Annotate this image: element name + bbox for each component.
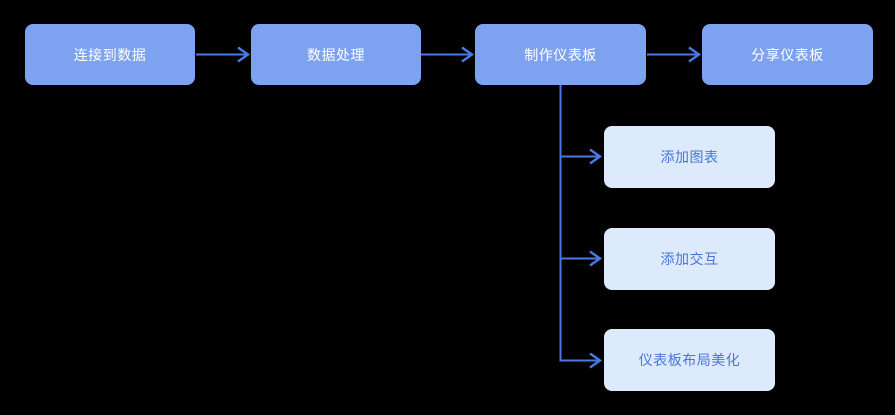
flow-node-label: 添加图表: [660, 150, 719, 166]
flow-node-label: 分享仪表板: [751, 47, 824, 64]
flow-node-connect-data: 连接到数据: [25, 24, 195, 85]
flow-node-data-processing: 数据处理: [251, 24, 421, 85]
flow-node-build-dashboard: 制作仪表板: [475, 24, 646, 85]
flow-subnode-add-chart: 添加图表: [604, 126, 775, 188]
connector-build-to-layout: [559, 85, 603, 369]
flow-node-label: 制作仪表板: [524, 47, 597, 64]
flow-node-label: 仪表板布局美化: [638, 353, 741, 369]
flow-subnode-add-interaction: 添加交互: [604, 228, 775, 290]
flow-node-share-dashboard: 分享仪表板: [702, 24, 873, 85]
flow-subnode-dashboard-layout-beautify: 仪表板布局美化: [604, 329, 775, 391]
flow-node-label: 连接到数据: [73, 47, 147, 64]
flow-node-label: 数据处理: [307, 47, 365, 64]
flow-node-label: 添加交互: [660, 252, 719, 268]
